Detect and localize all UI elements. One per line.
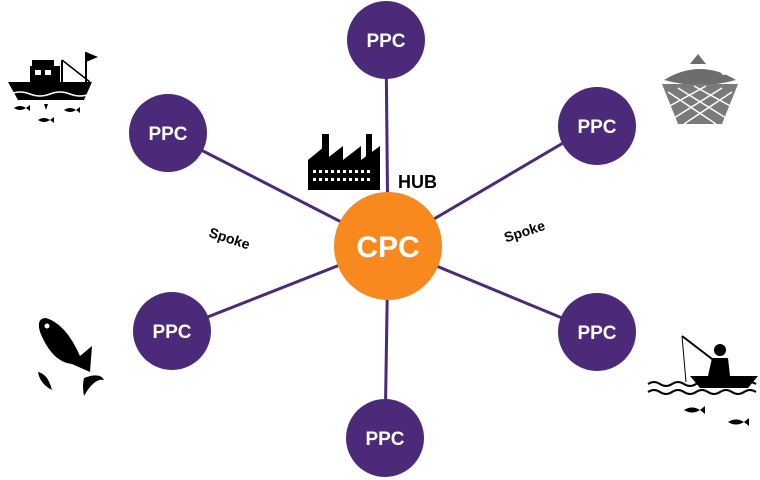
- spoke-label-right: Spoke: [502, 217, 547, 245]
- hub-label: HUB: [398, 172, 437, 192]
- ppc-node: PPC: [347, 1, 425, 79]
- ppc-node: PPC: [346, 399, 424, 477]
- ppc-label: PPC: [148, 124, 187, 145]
- ppc-label: PPC: [152, 322, 191, 343]
- fisherman-boat-icon: [647, 335, 758, 426]
- cpc-center-node: CPC: [334, 192, 442, 300]
- fish-basket-icon: [662, 54, 738, 125]
- ppc-label: PPC: [366, 31, 405, 52]
- jumping-fish-icon: [38, 318, 104, 396]
- ppc-node: PPC: [129, 94, 207, 172]
- ppc-label: PPC: [365, 429, 404, 450]
- ppc-label: PPC: [577, 117, 616, 138]
- ppc-node: PPC: [133, 292, 211, 370]
- factory-icon: [308, 134, 380, 190]
- ppc-label: PPC: [577, 323, 616, 344]
- ppc-node: PPC: [558, 293, 636, 371]
- spoke-label-left: Spoke: [207, 224, 252, 252]
- fishing-boat-icon: [8, 52, 98, 123]
- ppc-node: PPC: [558, 87, 636, 165]
- cpc-label: CPC: [356, 231, 419, 264]
